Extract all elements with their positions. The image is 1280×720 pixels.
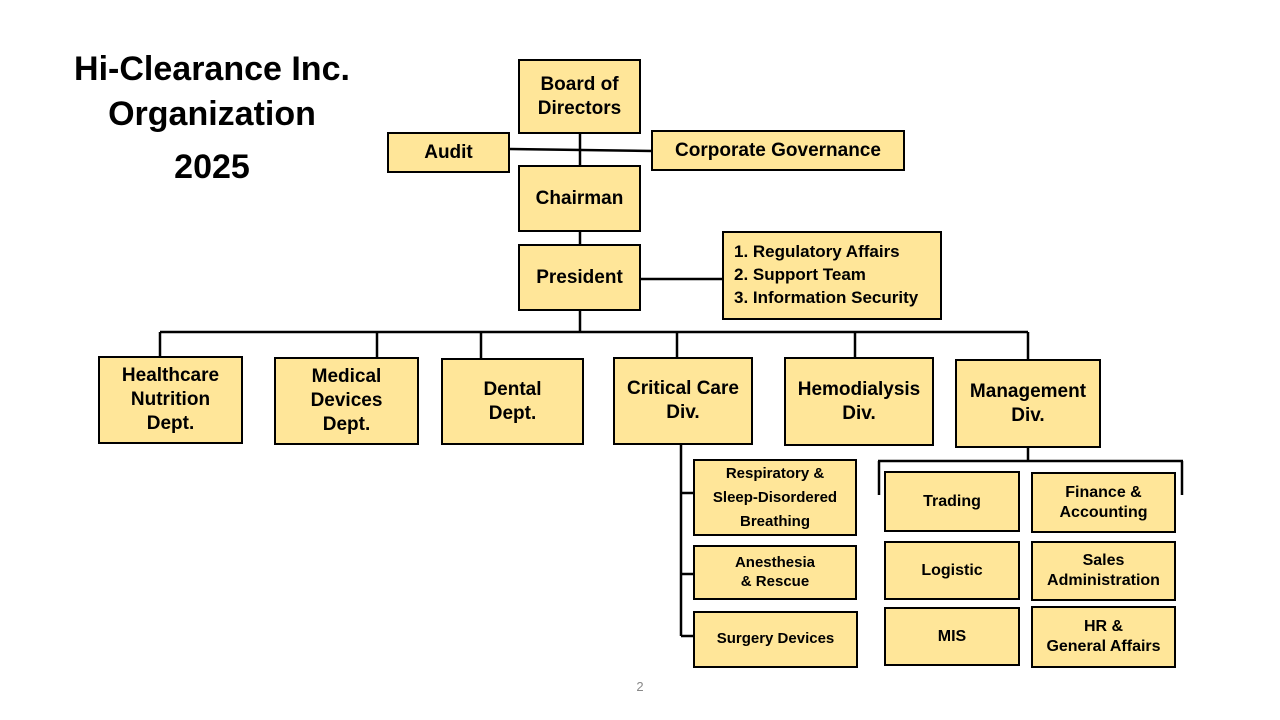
page-title-line-2: Organization	[108, 95, 316, 133]
audit-box: Audit	[387, 132, 510, 173]
surgery-devices-box: Surgery Devices	[693, 611, 858, 668]
page-title-year: 2025	[174, 148, 250, 186]
page-title-line-1: Hi-Clearance Inc.	[74, 50, 350, 88]
trading-box: Trading	[884, 471, 1020, 532]
respiratory-sleep-box: Respiratory & Sleep-Disordered Breathing	[693, 459, 857, 536]
chairman-box: Chairman	[518, 165, 641, 232]
sales-administration-box: Sales Administration	[1031, 541, 1176, 601]
staff-units-box: 1. Regulatory Affairs 2. Support Team 3.…	[722, 231, 942, 320]
anesthesia-rescue-box: Anesthesia & Rescue	[693, 545, 857, 600]
page-number: 2	[636, 679, 644, 694]
corporate-governance-box: Corporate Governance	[651, 130, 905, 171]
hr-general-affairs-box: HR & General Affairs	[1031, 606, 1176, 668]
hemodialysis-div-box: Hemodialysis Div.	[784, 357, 934, 446]
mis-box: MIS	[884, 607, 1020, 666]
board-of-directors-box: Board of Directors	[518, 59, 641, 134]
logistic-box: Logistic	[884, 541, 1020, 600]
management-div-box: Management Div.	[955, 359, 1101, 448]
dental-dept-box: Dental Dept.	[441, 358, 584, 445]
medical-devices-dept-box: Medical Devices Dept.	[274, 357, 419, 445]
critical-care-div-box: Critical Care Div.	[613, 357, 753, 445]
finance-accounting-box: Finance & Accounting	[1031, 472, 1176, 533]
healthcare-nutrition-dept-box: Healthcare Nutrition Dept.	[98, 356, 243, 444]
president-box: President	[518, 244, 641, 311]
